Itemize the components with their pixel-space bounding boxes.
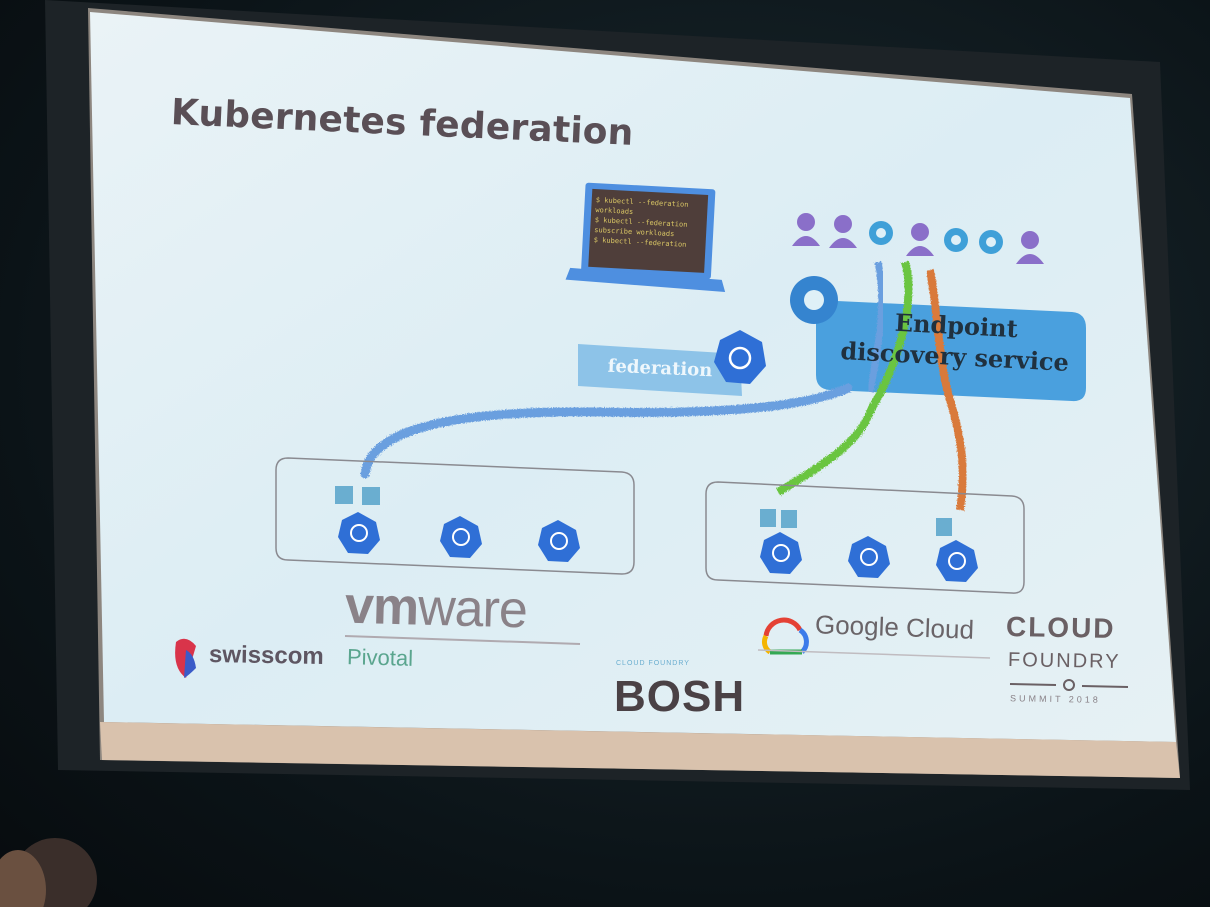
orange-connection-line (926, 269, 967, 511)
bosh-logo: BOSH (614, 672, 746, 721)
gear-large-icon (790, 276, 838, 324)
endpoint-service-label: Endpoint discovery service (837, 304, 1075, 378)
cluster-box-right (705, 481, 1025, 594)
cloud-foundry-logo-line2: FOUNDRY (1007, 649, 1121, 673)
pivotal-logo: Pivotal (346, 644, 414, 671)
cluster-box-left (275, 457, 635, 575)
user-icon (906, 223, 934, 256)
cloud-foundry-summit: SUMMIT 2018 (1009, 693, 1101, 705)
blue-connection-line (866, 261, 886, 393)
user-icon (829, 215, 857, 248)
pod-icons-left (335, 486, 380, 505)
users-row (792, 213, 1044, 264)
pod-icons-right (760, 509, 952, 536)
swisscom-logo-mark (175, 638, 196, 678)
google-cloud-underline (757, 649, 991, 659)
green-connection-line (775, 260, 913, 496)
federation-box (578, 344, 742, 396)
kubernetes-icon (440, 516, 482, 558)
bosh-small-caption: CLOUD FOUNDRY (616, 660, 690, 667)
google-cloud-logo: Google Cloud (814, 609, 975, 645)
gear-icon (979, 230, 1003, 254)
kubernetes-icon (760, 532, 802, 574)
kubernetes-icon (714, 330, 766, 384)
cloud-foundry-divider (1009, 683, 1129, 688)
cloud-foundry-logo-line1: CLOUD (1005, 611, 1116, 644)
audience-silhouette (0, 838, 97, 907)
user-icon (792, 213, 820, 246)
user-icon (1016, 231, 1044, 264)
blue-connection-line (360, 383, 853, 479)
gear-icon (944, 228, 968, 252)
swisscom-logo: swisscom (208, 641, 324, 670)
slide-bottom-edge (100, 722, 1180, 778)
terminal-window: $ kubectl --federation workloads $ kubec… (592, 195, 712, 279)
kubernetes-icon (936, 540, 978, 582)
kubernetes-icon (848, 536, 890, 578)
cloud-foundry-emblem (1063, 679, 1075, 691)
kubernetes-icon (538, 520, 580, 562)
laptop-icon (565, 182, 726, 293)
kubernetes-icon (338, 512, 380, 554)
vmware-logo: vmware (344, 576, 528, 640)
vmware-underline (344, 635, 581, 645)
gear-icon (869, 221, 893, 245)
